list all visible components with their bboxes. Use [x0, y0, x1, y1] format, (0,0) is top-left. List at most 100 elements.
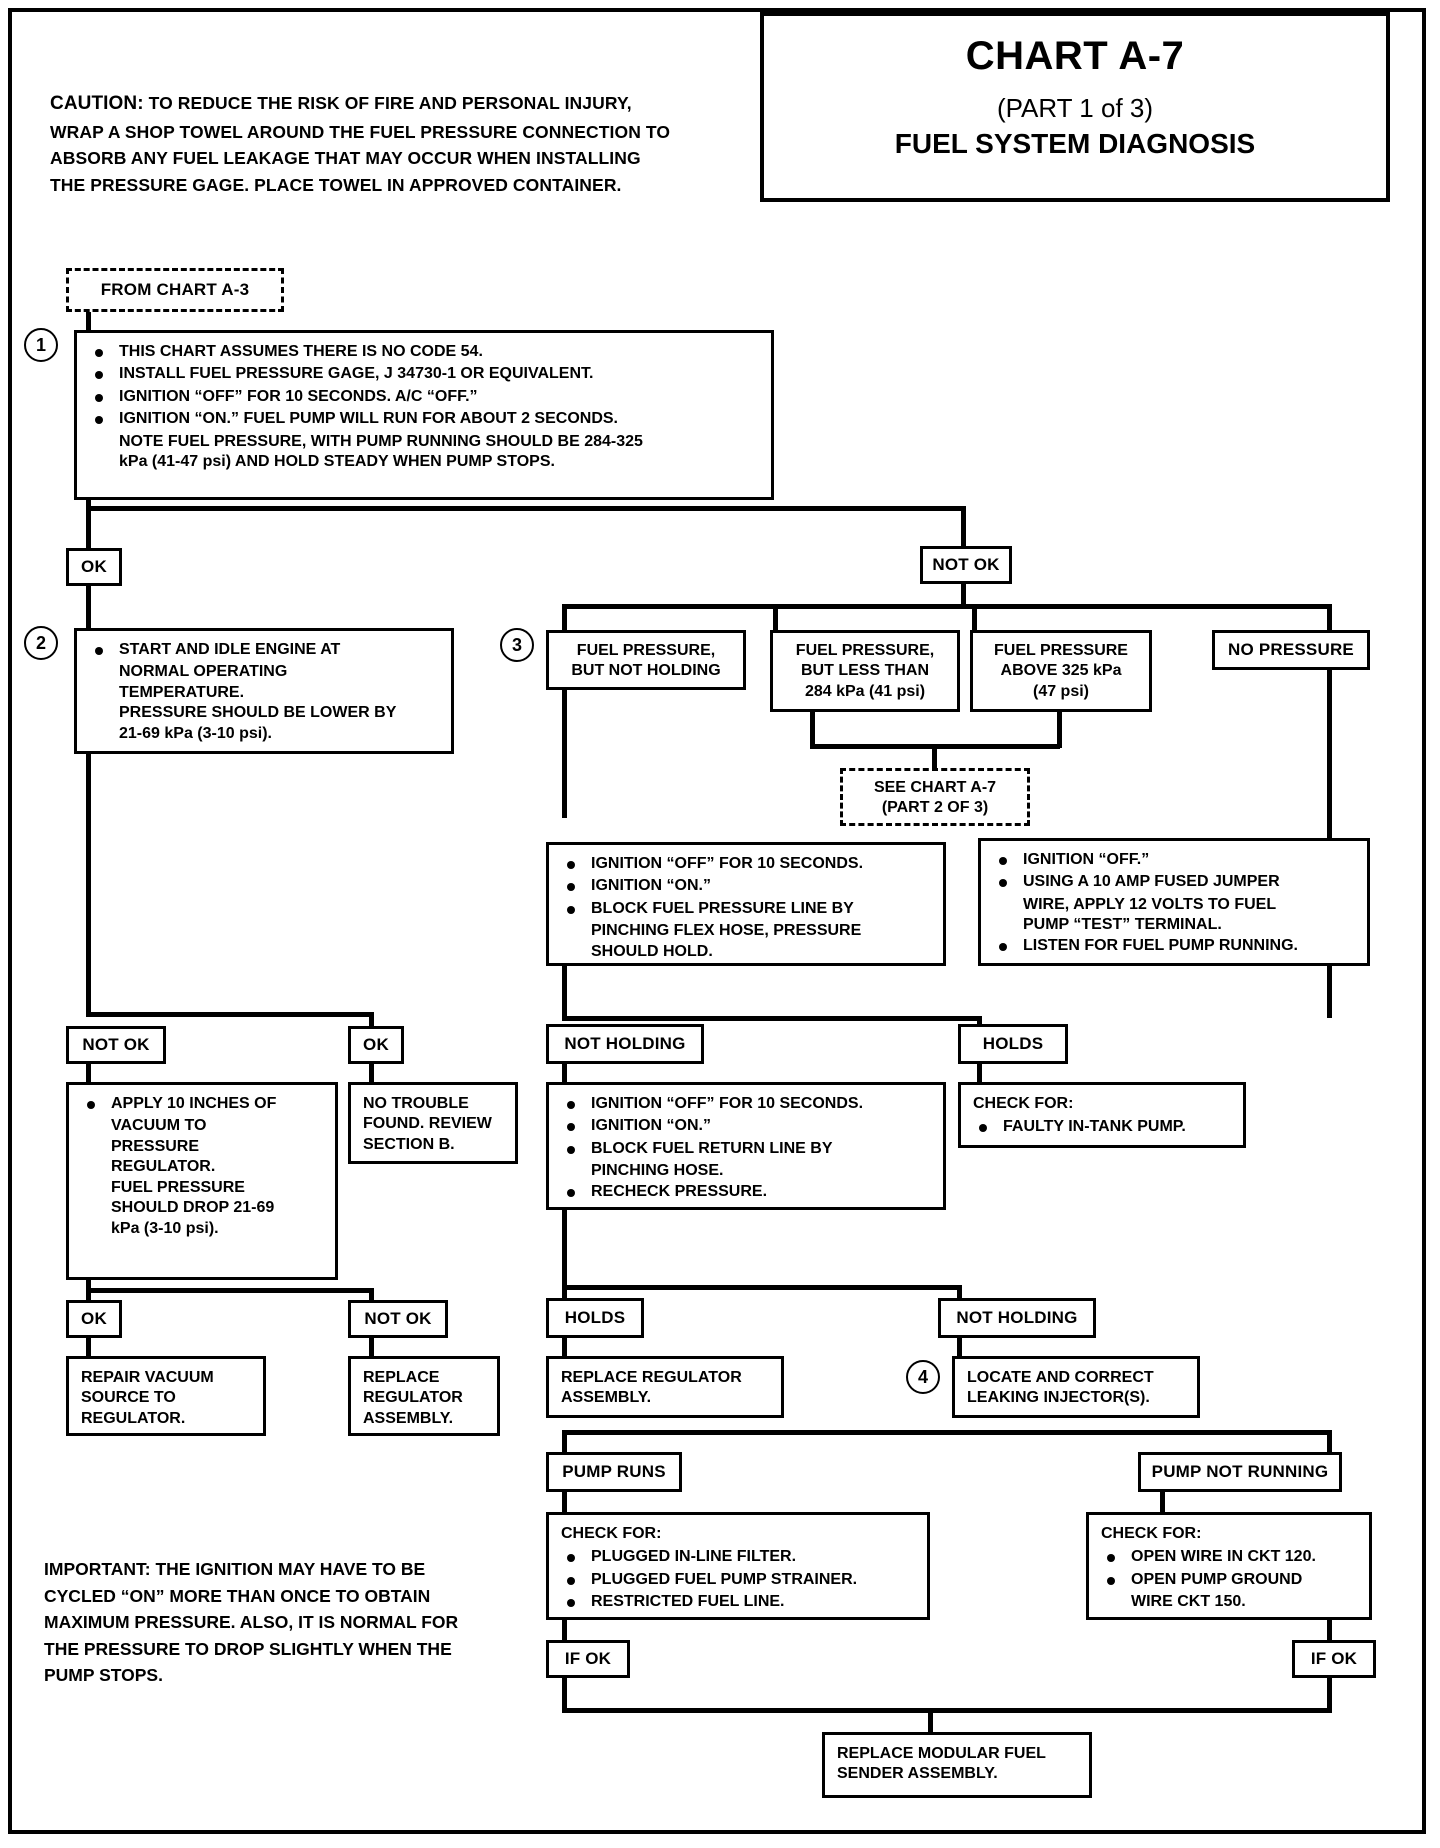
ibr-bullet-3-cont: PINCHING HOSE.: [591, 1162, 724, 1180]
check-plugged-bullet-3: RESTRICTED FUEL LINE.: [561, 1592, 917, 1612]
label-if-ok-right[interactable]: IF OK: [1292, 1640, 1376, 1678]
connector-pump-bar: [562, 1430, 1330, 1435]
step2-line-2: NORMAL OPERATING: [119, 663, 288, 681]
step2-line-5: 21-69 kPa (3-10 psi).: [119, 724, 272, 742]
label-not-ok-3[interactable]: NOT OK: [348, 1300, 448, 1338]
label-if-ok-left[interactable]: IF OK: [546, 1640, 630, 1678]
apply-vacuum-box[interactable]: APPLY 10 INCHES OF VACUUM TO PRESSURE RE…: [66, 1082, 338, 1280]
connector-ifok-right-down: [1327, 1676, 1332, 1712]
connector-notok3-down: [369, 1336, 374, 1358]
replace-sender-line-1: REPLACE MODULAR FUEL: [837, 1745, 1046, 1762]
connector-holds1-down-2: [977, 1062, 982, 1084]
label-pump-runs[interactable]: PUMP RUNS: [546, 1452, 682, 1492]
label-holds-1[interactable]: HOLDS: [958, 1024, 1068, 1064]
jw-bullet-1: IGNITION “OFF.”: [993, 850, 1357, 870]
ignition-block-pressure-box[interactable]: IGNITION “OFF” FOR 10 SECONDS. IGNITION …: [546, 842, 946, 966]
from-chart-a3-box[interactable]: FROM CHART A-3: [66, 268, 284, 312]
vac-line-3: PRESSURE: [111, 1137, 200, 1155]
connector-notholding1-down: [562, 1062, 567, 1084]
important-note: IMPORTANT: THE IGNITION MAY HAVE TO BE C…: [44, 1559, 459, 1686]
label-not-holding-2[interactable]: NOT HOLDING: [938, 1298, 1096, 1338]
label-ok-2[interactable]: OK: [348, 1026, 404, 1064]
step-number-2: 2: [24, 626, 58, 660]
fp-not-holding-box[interactable]: FUEL PRESSURE, BUT NOT HOLDING: [546, 630, 746, 690]
check-plugged-bullets: PLUGGED IN-LINE FILTER. PLUGGED FUEL PUM…: [561, 1547, 917, 1612]
ignition-block-pressure-bullets: IGNITION “OFF” FOR 10 SECONDS. IGNITION …: [561, 854, 933, 962]
locate-injector-box[interactable]: LOCATE AND CORRECT LEAKING INJECTOR(S).: [952, 1356, 1200, 1418]
fp-less-than-box[interactable]: FUEL PRESSURE, BUT LESS THAN 284 kPa (41…: [770, 630, 960, 712]
check-faulty-bullet-1: FAULTY IN-TANK PUMP.: [973, 1117, 1233, 1137]
connector-branch-fp-not-holding: [562, 604, 567, 632]
connector-notok2-down: [86, 1062, 91, 1084]
replace-regulator-box-1[interactable]: REPLACE REGULATOR ASSEMBLY.: [348, 1356, 500, 1436]
step2-box[interactable]: START AND IDLE ENGINE AT NORMAL OPERATIN…: [74, 628, 454, 754]
see-chart-a7-box[interactable]: SEE CHART A-7 (PART 2 OF 3): [840, 768, 1030, 826]
fp-less-line-3: 284 kPa (41 psi): [804, 682, 926, 700]
apply-vacuum-bullets: APPLY 10 INCHES OF VACUUM TO PRESSURE RE…: [81, 1094, 325, 1239]
connector-step2-bar: [86, 1012, 374, 1017]
connector-notok1-down: [961, 582, 966, 606]
label-pump-not-running[interactable]: PUMP NOT RUNNING: [1138, 1452, 1342, 1492]
check-open-wire-box[interactable]: CHECK FOR: OPEN WIRE IN CKT 120. OPEN PU…: [1086, 1512, 1372, 1620]
connector-pumpruns-down: [562, 1490, 567, 1514]
connector-step1-down-left: [86, 500, 91, 548]
check-plugged-box[interactable]: CHECK FOR: PLUGGED IN-LINE FILTER. PLUGG…: [546, 1512, 930, 1620]
replace-sender-line-2: SENDER ASSEMBLY.: [837, 1765, 998, 1783]
step1-bullets: THIS CHART ASSUMES THERE IS NO CODE 54. …: [89, 342, 761, 473]
ntf-line-2: FOUND. REVIEW: [363, 1115, 492, 1133]
connector-sender-bar: [562, 1708, 1332, 1713]
step-number-1: 1: [24, 328, 58, 362]
label-ok-1[interactable]: OK: [66, 548, 122, 586]
label-pump-runs-text: PUMP RUNS: [562, 1462, 666, 1482]
chart-title: CHART A-7: [965, 34, 1185, 78]
fp-above-line-3: (47 psi): [1032, 682, 1089, 700]
connector-vacuum-down: [86, 1276, 91, 1310]
connector-ok3-down: [86, 1336, 91, 1358]
fp-not-holding-line-1: FUEL PRESSURE,: [576, 642, 716, 659]
label-holds-2-text: HOLDS: [564, 1308, 626, 1328]
label-ok-2-text: OK: [363, 1035, 389, 1055]
label-not-holding-1[interactable]: NOT HOLDING: [546, 1024, 704, 1064]
vac-line-2: VACUUM TO: [111, 1117, 207, 1135]
replace-sender-box[interactable]: REPLACE MODULAR FUEL SENDER ASSEMBLY.: [822, 1732, 1092, 1798]
jumper-wire-box[interactable]: IGNITION “OFF.” USING A 10 AMP FUSED JUM…: [978, 838, 1370, 966]
label-ok-3[interactable]: OK: [66, 1300, 122, 1338]
step-number-3: 3: [500, 628, 534, 662]
label-if-ok-right-text: IF OK: [1310, 1649, 1358, 1669]
fp-less-line-1: FUEL PRESSURE,: [795, 642, 935, 659]
fp-above-box[interactable]: FUEL PRESSURE ABOVE 325 kPa (47 psi): [970, 630, 1152, 712]
label-holds-2[interactable]: HOLDS: [546, 1298, 644, 1338]
label-not-ok-2[interactable]: NOT OK: [66, 1026, 166, 1064]
repair-vacuum-line-2: SOURCE TO: [81, 1389, 176, 1407]
vac-line-7: kPa (3-10 psi).: [111, 1219, 219, 1237]
check-open-wire-bullet-2-cont: WIRE CKT 150.: [1131, 1593, 1246, 1611]
fp-above-line-1: FUEL PRESSURE: [994, 642, 1128, 659]
step1-box[interactable]: THIS CHART ASSUMES THERE IS NO CODE 54. …: [74, 330, 774, 500]
ntf-line-1: NO TROUBLE: [363, 1095, 469, 1112]
replace-regulator-box-2[interactable]: REPLACE REGULATOR ASSEMBLY.: [546, 1356, 784, 1418]
repair-vacuum-box[interactable]: REPAIR VACUUM SOURCE TO REGULATOR.: [66, 1356, 266, 1436]
ibp-bullet-2: IGNITION “ON.”: [561, 876, 933, 896]
check-faulty-pump-box[interactable]: CHECK FOR: FAULTY IN-TANK PUMP.: [958, 1082, 1246, 1148]
connector-ibr-bar: [562, 1285, 962, 1290]
step1-bullet-4-cont-2: kPa (41-47 psi) AND HOLD STEADY WHEN PUM…: [119, 453, 555, 471]
label-not-holding-1-text: NOT HOLDING: [564, 1034, 686, 1054]
connector-ifok-left-down: [562, 1676, 567, 1712]
ntf-line-3: SECTION B.: [363, 1135, 455, 1153]
ibr-bullet-4: RECHECK PRESSURE.: [561, 1182, 933, 1202]
vac-line-6: SHOULD DROP 21-69: [111, 1199, 275, 1217]
replace-reg1-line-2: REGULATOR: [363, 1389, 463, 1407]
jw-bullet-2-cont-1: WIRE, APPLY 12 VOLTS TO FUEL: [1023, 895, 1277, 913]
label-not-ok-1[interactable]: NOT OK: [920, 546, 1012, 584]
connector-fp-less-down: [810, 710, 815, 748]
jw-bullet-3: LISTEN FOR FUEL PUMP RUNNING.: [993, 936, 1357, 956]
no-trouble-found-box[interactable]: NO TROUBLE FOUND. REVIEW SECTION B.: [348, 1082, 518, 1164]
ibp-bullet-1: IGNITION “OFF” FOR 10 SECONDS.: [561, 854, 933, 874]
no-pressure-box[interactable]: NO PRESSURE: [1212, 630, 1370, 670]
title-block: CHART A-7 (PART 1 of 3) FUEL SYSTEM DIAG…: [760, 12, 1390, 202]
ignition-block-return-box[interactable]: IGNITION “OFF” FOR 10 SECONDS. IGNITION …: [546, 1082, 946, 1210]
connector-sender-down: [928, 1708, 933, 1736]
step1-bullet-1: THIS CHART ASSUMES THERE IS NO CODE 54.: [89, 342, 761, 362]
replace-reg2-line-2: ASSEMBLY.: [561, 1389, 652, 1407]
repair-vacuum-line-3: REGULATOR.: [81, 1409, 186, 1427]
